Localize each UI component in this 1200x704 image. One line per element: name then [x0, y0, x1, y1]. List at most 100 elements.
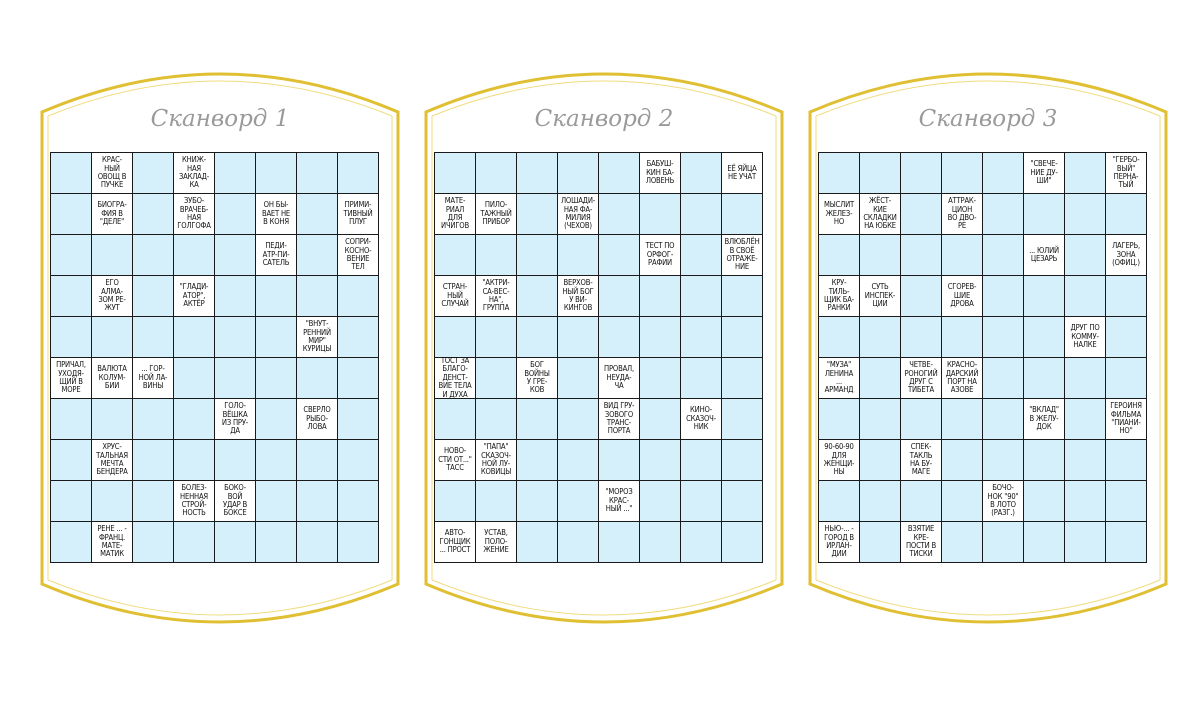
answer-cell[interactable] [337, 316, 379, 358]
answer-cell[interactable] [721, 398, 763, 440]
answer-cell[interactable] [50, 152, 92, 194]
answer-cell[interactable] [296, 234, 338, 276]
answer-cell[interactable] [296, 275, 338, 317]
answer-cell[interactable] [598, 521, 640, 563]
answer-cell[interactable] [859, 480, 901, 522]
answer-cell[interactable] [639, 439, 681, 481]
answer-cell[interactable] [50, 193, 92, 235]
answer-cell[interactable] [132, 152, 174, 194]
answer-cell[interactable] [639, 275, 681, 317]
answer-cell[interactable] [982, 439, 1024, 481]
answer-cell[interactable] [475, 480, 517, 522]
answer-cell[interactable] [296, 521, 338, 563]
answer-cell[interactable] [173, 234, 215, 276]
answer-cell[interactable] [516, 152, 558, 194]
answer-cell[interactable] [639, 521, 681, 563]
answer-cell[interactable] [475, 357, 517, 399]
answer-cell[interactable] [91, 398, 133, 440]
answer-cell[interactable] [818, 152, 860, 194]
answer-cell[interactable] [516, 316, 558, 358]
answer-cell[interactable] [721, 521, 763, 563]
answer-cell[interactable] [818, 398, 860, 440]
answer-cell[interactable] [50, 439, 92, 481]
answer-cell[interactable] [296, 152, 338, 194]
answer-cell[interactable] [1064, 398, 1106, 440]
answer-cell[interactable] [132, 521, 174, 563]
answer-cell[interactable] [1064, 480, 1106, 522]
answer-cell[interactable] [516, 275, 558, 317]
answer-cell[interactable] [173, 357, 215, 399]
answer-cell[interactable] [91, 316, 133, 358]
answer-cell[interactable] [598, 152, 640, 194]
answer-cell[interactable] [859, 234, 901, 276]
answer-cell[interactable] [132, 439, 174, 481]
answer-cell[interactable] [680, 439, 722, 481]
answer-cell[interactable] [941, 398, 983, 440]
answer-cell[interactable] [982, 521, 1024, 563]
answer-cell[interactable] [1023, 480, 1065, 522]
answer-cell[interactable] [982, 152, 1024, 194]
answer-cell[interactable] [721, 316, 763, 358]
answer-cell[interactable] [1023, 521, 1065, 563]
answer-cell[interactable] [132, 275, 174, 317]
answer-cell[interactable] [255, 357, 297, 399]
answer-cell[interactable] [434, 316, 476, 358]
answer-cell[interactable] [1105, 316, 1147, 358]
answer-cell[interactable] [680, 480, 722, 522]
answer-cell[interactable] [50, 480, 92, 522]
answer-cell[interactable] [900, 398, 942, 440]
answer-cell[interactable] [557, 316, 599, 358]
answer-cell[interactable] [721, 480, 763, 522]
answer-cell[interactable] [255, 316, 297, 358]
answer-cell[interactable] [516, 234, 558, 276]
answer-cell[interactable] [680, 357, 722, 399]
answer-cell[interactable] [173, 398, 215, 440]
answer-cell[interactable] [337, 275, 379, 317]
answer-cell[interactable] [132, 234, 174, 276]
answer-cell[interactable] [598, 234, 640, 276]
answer-cell[interactable] [50, 521, 92, 563]
answer-cell[interactable] [598, 439, 640, 481]
answer-cell[interactable] [337, 521, 379, 563]
answer-cell[interactable] [1105, 521, 1147, 563]
answer-cell[interactable] [941, 234, 983, 276]
answer-cell[interactable] [941, 480, 983, 522]
answer-cell[interactable] [255, 152, 297, 194]
answer-cell[interactable] [1064, 521, 1106, 563]
answer-cell[interactable] [818, 234, 860, 276]
answer-cell[interactable] [296, 439, 338, 481]
answer-cell[interactable] [337, 398, 379, 440]
answer-cell[interactable] [639, 357, 681, 399]
answer-cell[interactable] [214, 234, 256, 276]
answer-cell[interactable] [557, 480, 599, 522]
answer-cell[interactable] [639, 193, 681, 235]
answer-cell[interactable] [1064, 152, 1106, 194]
answer-cell[interactable] [516, 439, 558, 481]
answer-cell[interactable] [1023, 439, 1065, 481]
answer-cell[interactable] [859, 152, 901, 194]
answer-cell[interactable] [296, 480, 338, 522]
answer-cell[interactable] [1105, 480, 1147, 522]
answer-cell[interactable] [434, 398, 476, 440]
answer-cell[interactable] [982, 275, 1024, 317]
answer-cell[interactable] [132, 398, 174, 440]
answer-cell[interactable] [132, 193, 174, 235]
answer-cell[interactable] [255, 398, 297, 440]
answer-cell[interactable] [941, 521, 983, 563]
answer-cell[interactable] [598, 193, 640, 235]
answer-cell[interactable] [337, 439, 379, 481]
answer-cell[interactable] [173, 521, 215, 563]
answer-cell[interactable] [516, 480, 558, 522]
answer-cell[interactable] [721, 439, 763, 481]
answer-cell[interactable] [859, 316, 901, 358]
answer-cell[interactable] [214, 316, 256, 358]
answer-cell[interactable] [516, 521, 558, 563]
answer-cell[interactable] [434, 234, 476, 276]
answer-cell[interactable] [859, 439, 901, 481]
answer-cell[interactable] [91, 234, 133, 276]
answer-cell[interactable] [982, 398, 1024, 440]
answer-cell[interactable] [434, 480, 476, 522]
answer-cell[interactable] [1023, 316, 1065, 358]
answer-cell[interactable] [900, 152, 942, 194]
answer-cell[interactable] [50, 398, 92, 440]
